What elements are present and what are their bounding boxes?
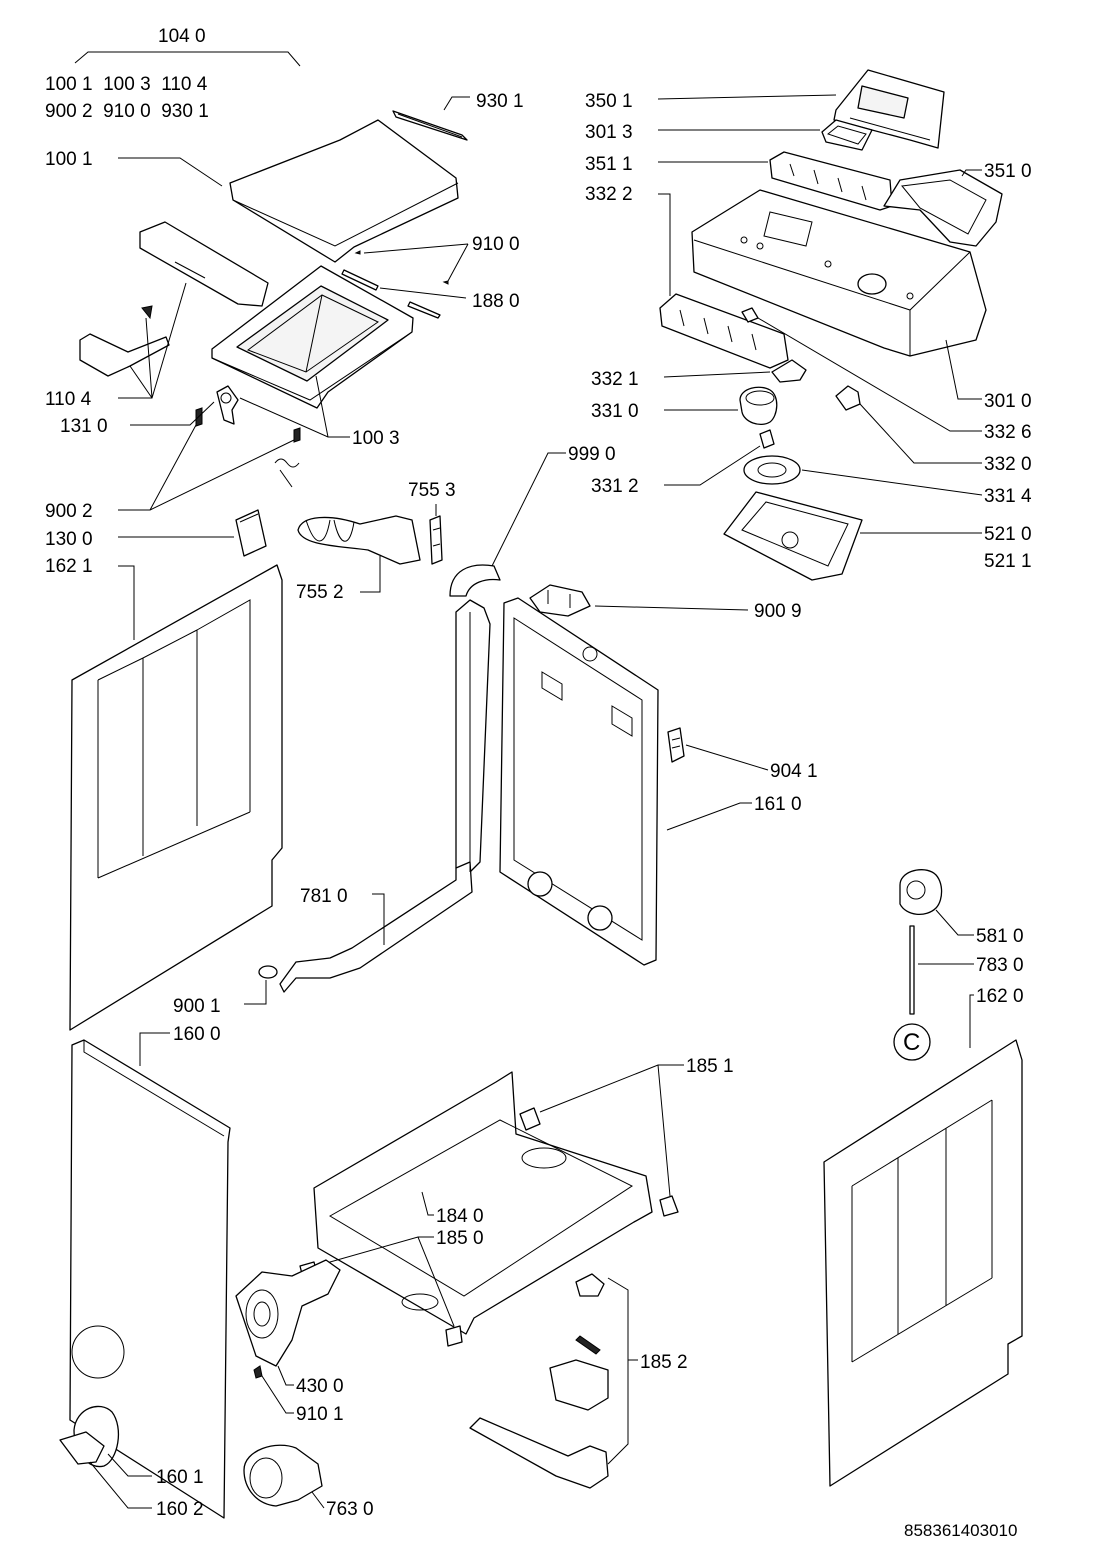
label-521-1[interactable]: 521 1	[984, 551, 1032, 572]
part-331-4-dial-ring[interactable]	[743, 455, 801, 485]
label-160-2[interactable]: 160 2	[156, 1499, 204, 1520]
label-185-2[interactable]: 185 2	[640, 1352, 688, 1373]
label-331-0[interactable]: 331 0	[591, 401, 639, 422]
label-910-0[interactable]: 910 0	[472, 234, 520, 255]
label-161-0[interactable]: 161 0	[754, 794, 802, 815]
part-430-0-pump[interactable]	[235, 1259, 341, 1367]
label-351-0[interactable]: 351 0	[984, 161, 1032, 182]
kit-bracket	[74, 51, 301, 67]
label-104-0[interactable]: 104 0	[158, 26, 206, 47]
kit-header: 104 0 100 1 100 3 110 4 900 2 910 0 930 …	[45, 26, 301, 122]
part-900-2-springs[interactable]	[274, 427, 301, 488]
part-350-1-pcb[interactable]	[833, 69, 945, 149]
part-783-0-cable[interactable]	[909, 925, 915, 1015]
part-900-9-bracket[interactable]	[529, 584, 591, 617]
part-131-0-lock[interactable]	[195, 385, 239, 427]
label-100-3[interactable]: 100 3	[352, 428, 400, 449]
part-188-0-hinge-pins[interactable]	[341, 269, 441, 319]
part-185-2-foot-kit[interactable]	[469, 1273, 609, 1489]
label-331-2[interactable]: 331 2	[591, 476, 639, 497]
label-350-1[interactable]: 350 1	[585, 91, 633, 112]
label-781-0[interactable]: 781 0	[300, 886, 348, 907]
part-755-2-hose[interactable]	[297, 515, 421, 565]
label-185-0[interactable]: 185 0	[436, 1228, 484, 1249]
part-332-1-clip[interactable]	[771, 359, 807, 383]
label-755-3[interactable]: 755 3	[408, 480, 456, 501]
part-160-0-front-panel[interactable]	[69, 1039, 231, 1519]
part-904-1-connector[interactable]	[667, 727, 685, 763]
label-900-2[interactable]: 900 2	[45, 501, 93, 522]
part-755-3-clip[interactable]	[429, 515, 443, 565]
label-581-0[interactable]: 581 0	[976, 926, 1024, 947]
label-930-1[interactable]: 930 1	[476, 91, 524, 112]
label-763-0[interactable]: 763 0	[326, 1499, 374, 1520]
part-185-1-feet[interactable]	[519, 1107, 679, 1217]
label-301-3[interactable]: 301 3	[585, 122, 633, 143]
drawing-code: 858361403010	[904, 1521, 1017, 1540]
part-332-2-button-set[interactable]	[659, 293, 789, 369]
part-900-1-plug[interactable]	[258, 965, 278, 979]
label-351-1[interactable]: 351 1	[585, 154, 633, 175]
part-351-0-frame[interactable]	[883, 169, 1003, 247]
part-162-1-side-panel[interactable]	[69, 564, 283, 1031]
part-110-4-latch[interactable]	[79, 305, 170, 377]
label-521-0[interactable]: 521 0	[984, 524, 1032, 545]
kit-row-2: 900 2 910 0 930 1	[45, 101, 209, 122]
part-162-0-side-panel[interactable]	[823, 1039, 1023, 1487]
part-161-0-back-panel[interactable]	[499, 597, 659, 966]
part-100-3-top-frame[interactable]	[211, 265, 414, 409]
part-521-0-board-holder[interactable]	[723, 491, 863, 581]
kit-row-1: 100 1 100 3 110 4	[45, 74, 208, 95]
connector-c: C	[893, 1023, 931, 1061]
part-331-2-spindle[interactable]	[759, 429, 775, 449]
label-301-0[interactable]: 301 0	[984, 391, 1032, 412]
label-332-6[interactable]: 332 6	[984, 422, 1032, 443]
label-160-1[interactable]: 160 1	[156, 1467, 204, 1488]
label-900-1[interactable]: 900 1	[173, 996, 221, 1017]
label-910-1[interactable]: 910 1	[296, 1404, 344, 1425]
part-301-0-control-panel[interactable]	[691, 189, 987, 357]
label-185-1[interactable]: 185 1	[686, 1056, 734, 1077]
part-184-0-base-frame[interactable]	[313, 1071, 653, 1335]
label-131-0[interactable]: 131 0	[60, 416, 108, 437]
label-999-0[interactable]: 999 0	[568, 444, 616, 465]
label-332-1[interactable]: 332 1	[591, 369, 639, 390]
part-581-0-motor-pulley[interactable]	[899, 869, 943, 915]
part-331-0-knob[interactable]	[739, 386, 778, 426]
label-331-4[interactable]: 331 4	[984, 486, 1032, 507]
part-910-1-screw[interactable]	[253, 1365, 263, 1379]
label-332-0[interactable]: 332 0	[984, 454, 1032, 475]
label-100-1[interactable]: 100 1	[45, 149, 93, 170]
part-999-0-drain-hose[interactable]	[279, 564, 501, 993]
label-160-0[interactable]: 160 0	[173, 1024, 221, 1045]
part-763-0-filter[interactable]	[243, 1444, 323, 1507]
label-783-0[interactable]: 783 0	[976, 955, 1024, 976]
label-130-0[interactable]: 130 0	[45, 529, 93, 550]
part-130-0-cover[interactable]	[235, 509, 267, 557]
part-930-1-hinge-strip[interactable]	[392, 110, 468, 141]
part-301-3-display-window[interactable]	[821, 119, 873, 151]
label-755-2[interactable]: 755 2	[296, 582, 344, 603]
part-332-0-clip[interactable]	[835, 385, 861, 411]
label-162-0[interactable]: 162 0	[976, 986, 1024, 1007]
label-188-0[interactable]: 188 0	[472, 291, 520, 312]
label-110-4[interactable]: 110 4	[45, 389, 92, 410]
label-162-1[interactable]: 162 1	[45, 556, 93, 577]
part-110-4-handle-trim[interactable]	[139, 221, 269, 307]
part-910-0-screws[interactable]	[354, 250, 449, 285]
label-332-2[interactable]: 332 2	[585, 184, 633, 205]
label-904-1[interactable]: 904 1	[770, 761, 818, 782]
part-160-2-hinge[interactable]	[59, 1431, 105, 1465]
label-430-0[interactable]: 430 0	[296, 1376, 344, 1397]
part-100-1-lid[interactable]	[229, 119, 459, 263]
label-900-9[interactable]: 900 9	[754, 601, 802, 622]
connector-c-label: C	[903, 1029, 920, 1056]
label-184-0[interactable]: 184 0	[436, 1206, 484, 1227]
